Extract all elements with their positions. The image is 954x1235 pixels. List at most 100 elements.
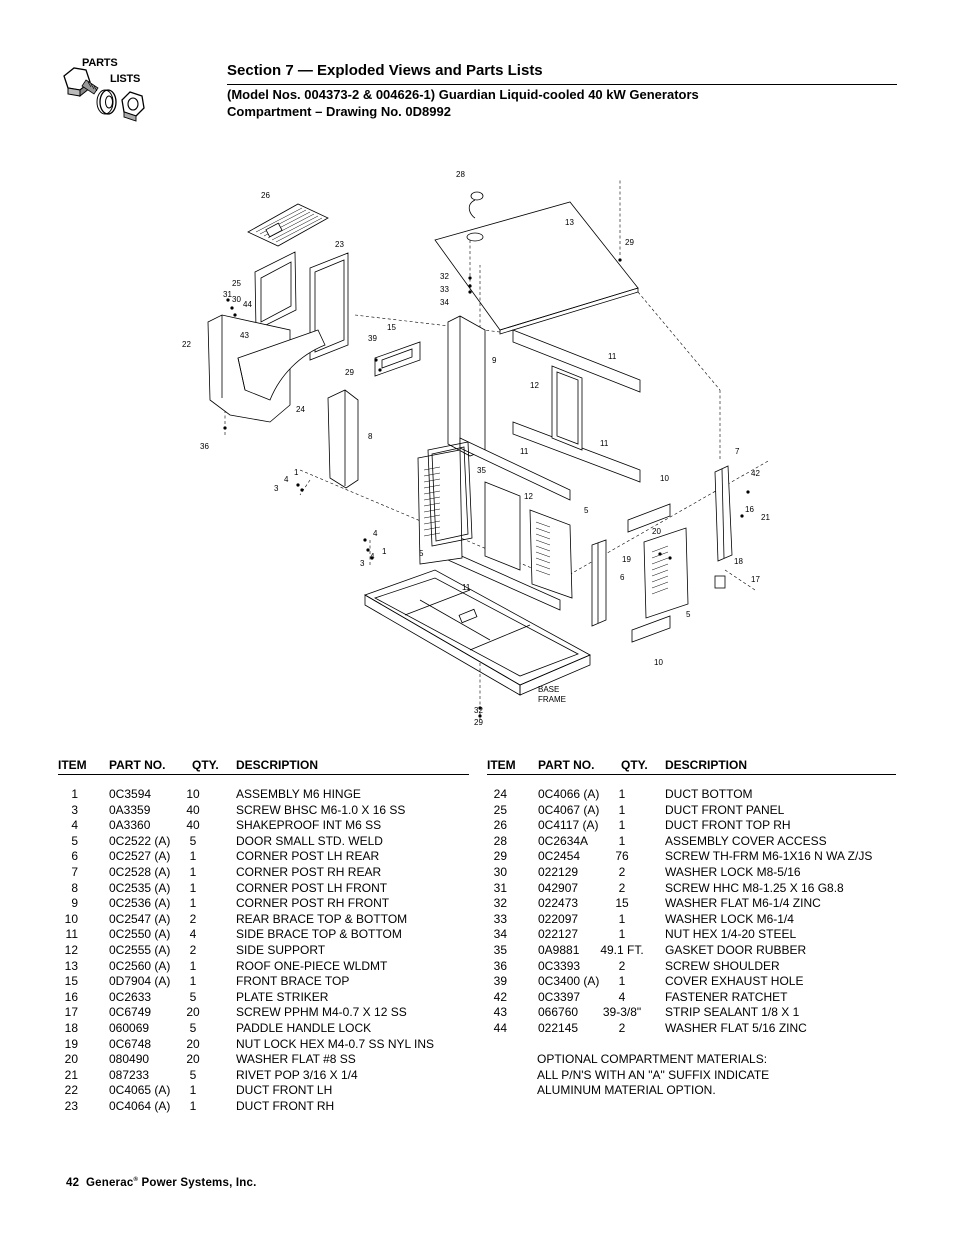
description-cell: REAR BRACE TOP & BOTTOM [236,911,408,926]
part-number-cell: 0C4067 (A) [538,802,600,817]
callout-label: 5 [686,610,691,619]
item-cell: 30 [493,864,507,879]
quantity-cell: 1 [189,896,197,911]
callout-label: 29 [474,718,483,727]
parts-lists-logo: PARTS LISTS [58,56,158,131]
description-cell: SCREW HHC M8-1.25 X 16 G8.8 [665,880,844,895]
description-cell: SCREW BHSC M6-1.0 X 16 SS [236,802,406,817]
quantity-cell: 20 [186,1036,200,1051]
company-suffix: Power Systems, Inc. [141,1177,257,1189]
description-cell: ASSEMBLY M6 HINGE [236,787,361,801]
item-cell: 11 [65,927,78,942]
section-title: Section 7 — Exploded Views and Parts Lis… [227,62,543,79]
description-cell: CORNER POST RH FRONT [236,896,390,911]
item-cell: 10 [64,911,78,926]
description-header: DESCRIPTION [665,758,748,772]
item-cell: 12 [64,942,78,957]
callout-label: 19 [622,555,631,564]
quantity-cell: 76 [615,849,629,864]
callout-label: 5 [584,506,589,515]
quantity-cell: 4 [618,989,626,1004]
logo-lists-text: LISTS [110,73,141,85]
item-cell: 19 [64,1036,78,1051]
description-cell: WASHER LOCK M6-1/4 [665,911,794,926]
description-cell: DUCT FRONT LH [236,1083,333,1098]
callout-label: 8 [368,432,373,441]
quantity-cell: 1 [618,802,626,817]
item-cell: 18 [64,1020,78,1035]
callout-label: 11 [520,447,529,456]
description-cell: DUCT BOTTOM [665,787,753,801]
quantity-cell: 5 [189,1020,197,1035]
callout-label: 4 [284,475,289,484]
part-number-cell: 0A9881 [538,942,580,957]
callout-label: 11 [462,583,471,592]
quantity-cell: 40 [186,802,200,817]
exploded-view-drawing: 28 26 13 23 29 25 31 30 44 32 33 34 22 4… [170,160,790,740]
quantity-cell: 1 [189,849,197,864]
item-cell: 43 [493,1005,507,1020]
description-cell: WASHER FLAT 5/16 ZINC [665,1020,807,1035]
logo-parts-text: PARTS [82,57,118,69]
part-header: PART NO. [538,758,595,772]
part-number-cell: 0C3400 (A) [538,974,600,989]
callout-label: 31 [223,290,232,299]
callout-label: 12 [530,381,539,390]
description-cell: STRIP SEALANT 1/8 X 1 [665,1005,800,1020]
description-cell: SIDE SUPPORT [236,942,326,957]
callout-label: 9 [492,356,497,365]
compartment-exploded-diagram [207,180,771,720]
item-cell: 36 [493,958,507,973]
quantity-cell: 15 [615,896,629,911]
table-header: ITEM PART NO. QTY. DESCRIPTION [58,758,469,775]
part-number-cell: 0C2550 (A) [109,927,171,942]
callout-label: 29 [345,368,354,377]
part-number-cell: 087233 [109,1067,150,1082]
callout-label: 34 [440,298,449,307]
quantity-cell: 1 [618,818,626,833]
quantity-cell: 5 [189,989,197,1004]
part-number-cell: 0C2555 (A) [109,942,171,957]
item-cell: 6 [71,849,78,864]
item-header: ITEM [487,758,516,772]
item-cell: 42 [493,989,507,1004]
callout-label: 39 [368,334,377,343]
table-header: ITEM PART NO. QTY. DESCRIPTION [487,758,896,775]
item-cell: 16 [64,989,78,1004]
header-divider [227,84,897,85]
item-cell: 22 [64,1083,78,1098]
description-cell: ASSEMBLY COVER ACCESS [665,833,827,848]
part-header: PART NO. [109,758,166,772]
callout-label: 26 [261,191,270,200]
quantity-cell: 10 [186,787,200,801]
description-cell: CORNER POST LH FRONT [236,880,388,895]
quantity-cell: 1 [189,958,197,973]
part-number-cell: 022145 [538,1020,579,1035]
header-rule [487,774,896,775]
part-number-cell: 0C4066 (A) [538,787,600,801]
quantity-cell: 1 [618,911,626,926]
item-cell: 29 [493,849,507,864]
description-cell: ROOF ONE-PIECE WLDMT [236,958,388,973]
part-number-cell: 0C2634A [538,833,589,848]
description-cell: NUT LOCK HEX M4-0.7 SS NYL INS [236,1036,435,1051]
item-cell: 21 [64,1067,78,1082]
item-header: ITEM [58,758,87,772]
callout-label: 1 [382,547,387,556]
description-cell: COVER EXHAUST HOLE [665,974,804,989]
